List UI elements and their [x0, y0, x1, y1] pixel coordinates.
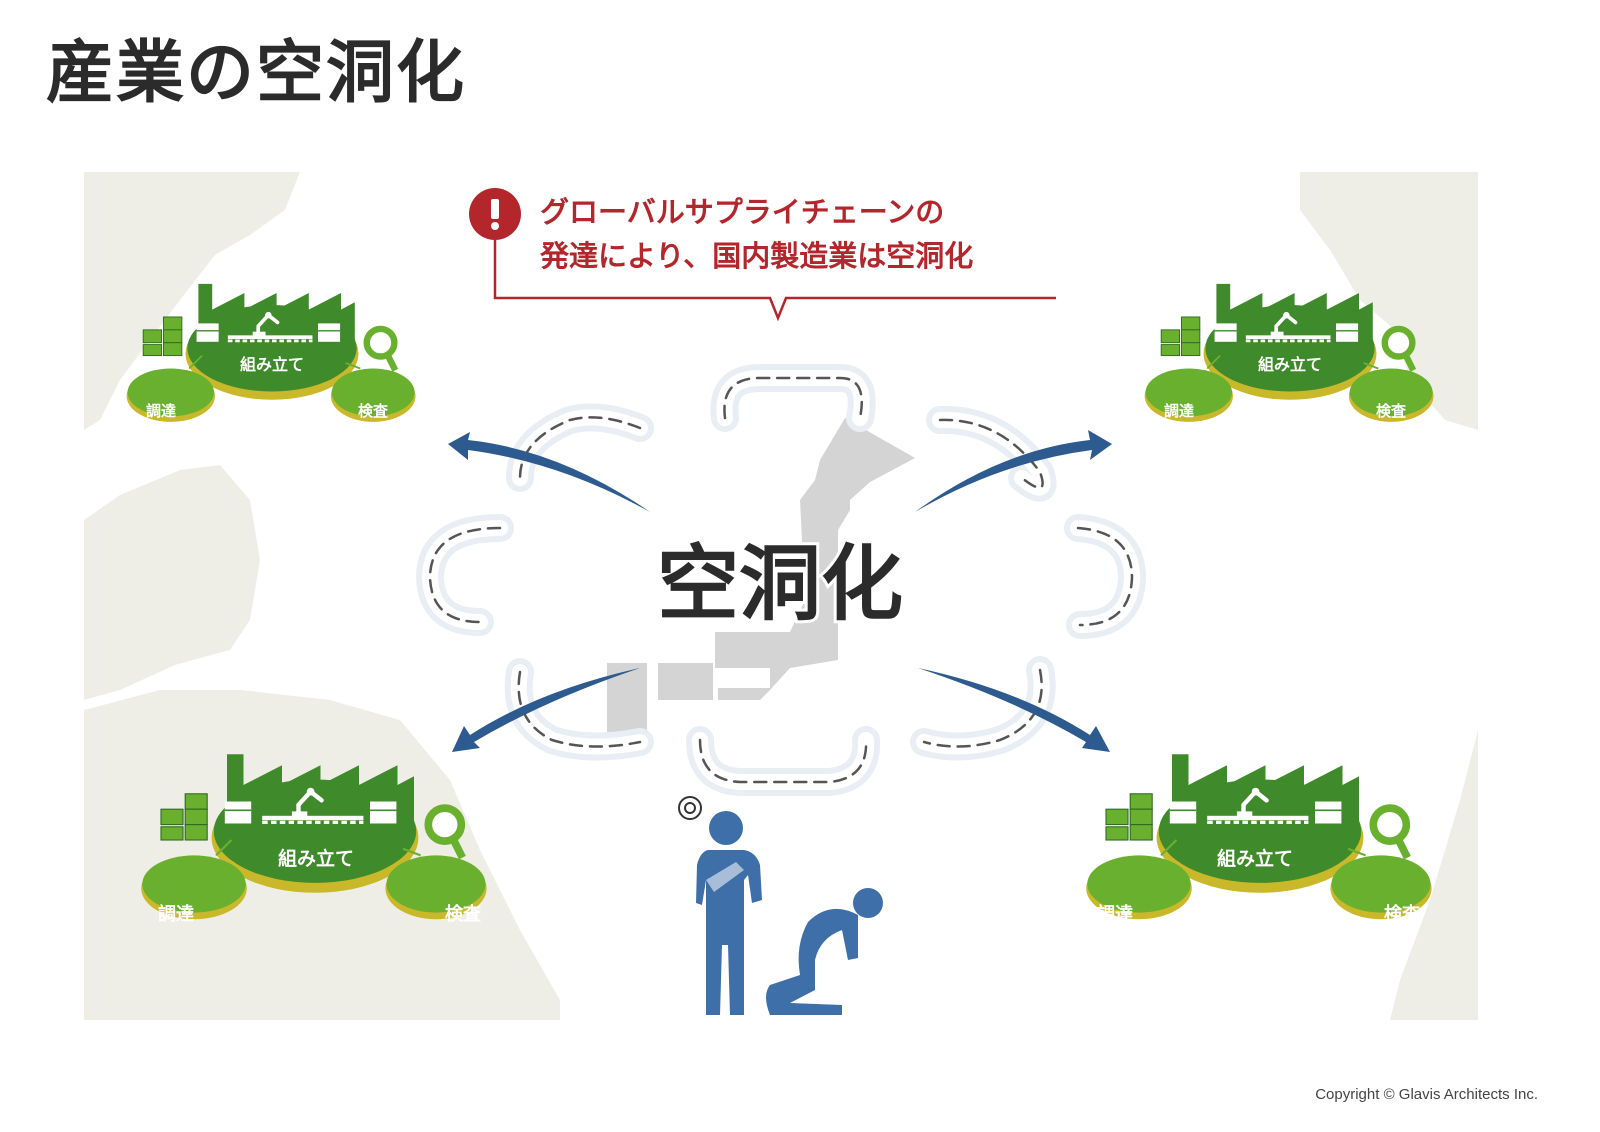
japan-map: [607, 418, 915, 735]
kneeling-person-body: [766, 908, 858, 1015]
procurement-label-tr: 調達: [1164, 402, 1194, 420]
inspection-label-br: 検査: [1384, 903, 1420, 925]
center-label: 空洞化: [657, 537, 903, 632]
standing-person-head: [709, 811, 743, 845]
inspection-label-tr: 検査: [1376, 402, 1407, 420]
factory-bottom-right: [1086, 754, 1431, 919]
kneeling-person-head: [853, 888, 883, 918]
outflow-arrows: [448, 430, 1112, 752]
copyright: Copyright © Glavis Architects Inc.: [1315, 1086, 1538, 1103]
standing-person-body: [696, 850, 762, 1015]
callout-line-2: 発達により、国内製造業は空洞化: [539, 239, 973, 273]
callout-bracket: [493, 240, 1056, 322]
assembly-label-bl: 組み立て: [278, 847, 354, 870]
callout: グローバルサプライチェーンの 発達により、国内製造業は空洞化: [469, 188, 1056, 322]
worried-people: [678, 796, 883, 1015]
page-title: 産業の空洞化: [46, 34, 467, 113]
road-loops: [415, 364, 1147, 796]
procurement-label-tl: 調達: [146, 402, 176, 420]
procurement-label-bl: 調達: [158, 903, 194, 925]
worry-scribble-icon: [678, 796, 702, 820]
assembly-label-tl: 組み立て: [240, 355, 304, 374]
assembly-label-tr: 組み立て: [1258, 355, 1322, 374]
callout-line-1: グローバルサプライチェーンの: [540, 195, 944, 229]
procurement-label-br: 調達: [1097, 903, 1133, 925]
inspection-label-tl: 検査: [358, 402, 389, 420]
inspection-label-bl: 検査: [445, 903, 481, 925]
assembly-label-br: 組み立て: [1217, 847, 1293, 870]
